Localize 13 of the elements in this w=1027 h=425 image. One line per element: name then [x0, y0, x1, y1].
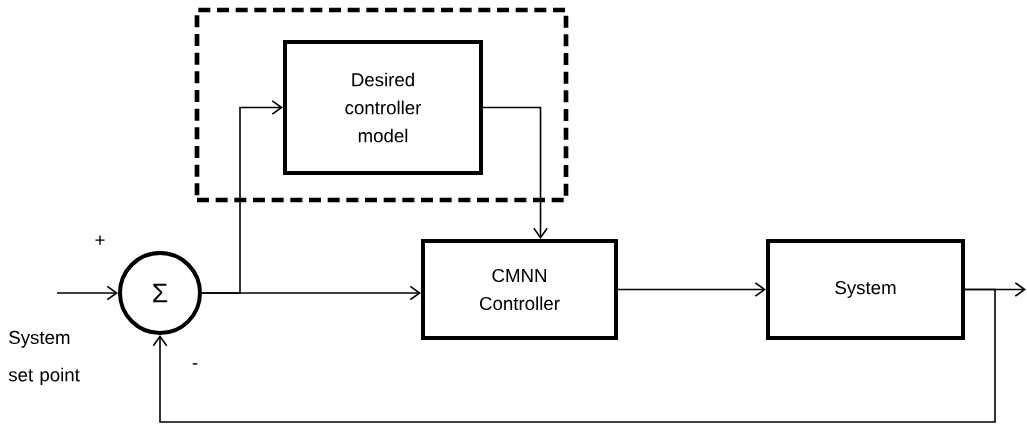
arrow — [56, 285, 118, 301]
process-box: System — [766, 239, 965, 340]
sign-label: + — [95, 235, 105, 245]
arrow — [617, 282, 766, 297]
input-label: System set point — [8, 330, 80, 386]
summing-junction: Σ — [118, 251, 202, 335]
arrow — [152, 288, 996, 423]
process-box: Desired controller model — [283, 40, 483, 175]
dashed-group-box — [194, 7, 569, 203]
arrow — [482, 106, 548, 239]
arrow — [201, 285, 421, 301]
sign-label: - — [192, 363, 198, 365]
process-box: CMNN Controller — [421, 239, 618, 340]
